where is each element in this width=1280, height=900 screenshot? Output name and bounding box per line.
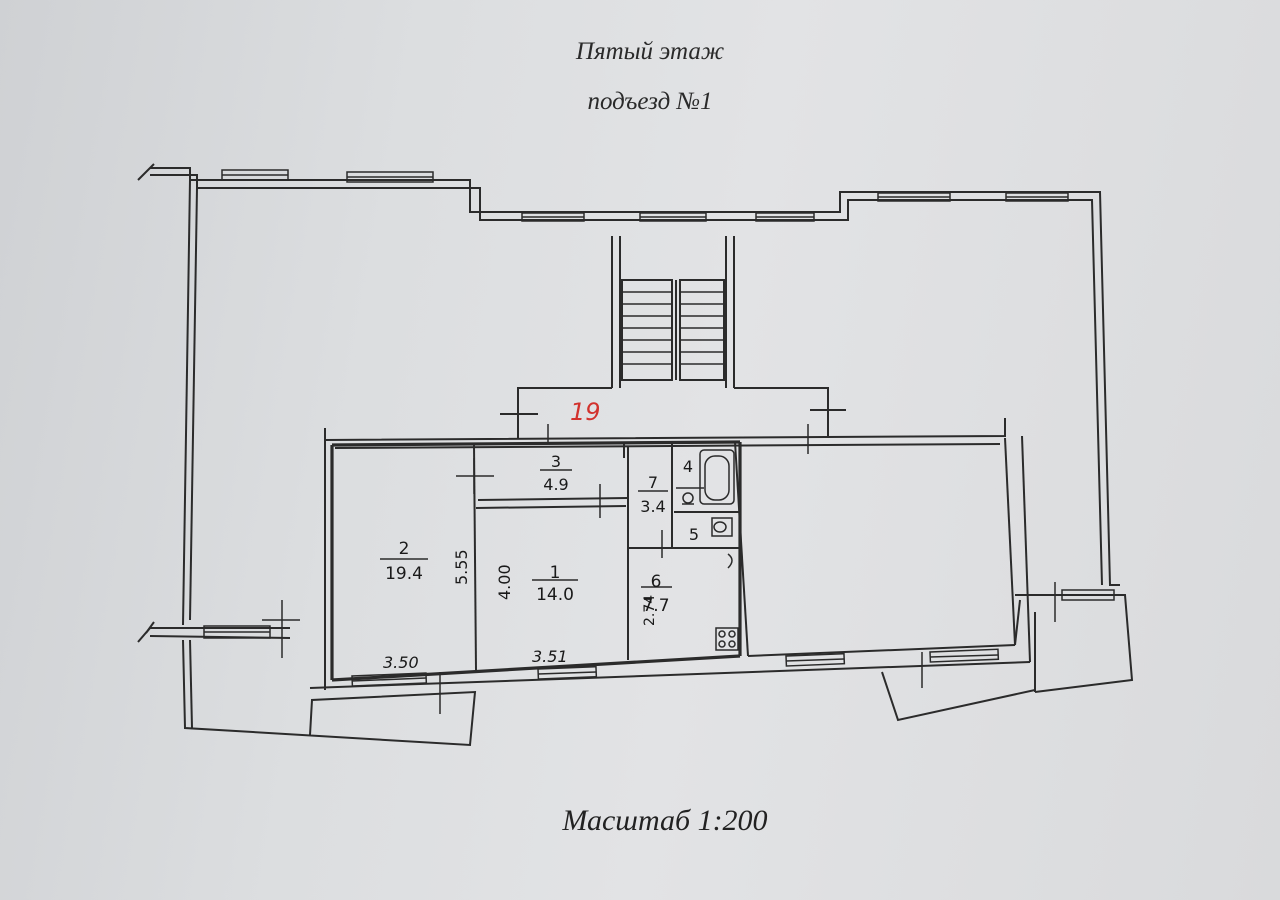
dimension-labels: 5.55 3.50 4.00 3.51 2.74 — [383, 549, 658, 672]
room-2-area: 19.4 — [385, 564, 423, 584]
room-labels: 2 19.4 1 14.0 3 4.9 4 5 6 7.7 7 3.4 — [385, 452, 699, 616]
room-6-height-dimension: 2.74 — [642, 595, 658, 626]
room-1-number: 1 — [550, 563, 561, 583]
room-3-number: 3 — [551, 452, 561, 471]
room-7-number: 7 — [648, 473, 658, 492]
sink — [682, 492, 694, 505]
bottom-windows — [351, 648, 1000, 687]
room-2-width-dimension: 3.50 — [383, 653, 419, 672]
room-2-height-dimension: 5.55 — [452, 549, 471, 585]
stove — [715, 627, 739, 651]
entrance-title: подъезд №1 — [587, 88, 713, 115]
label-underlines — [380, 469, 672, 588]
room-1-width-dimension: 3.51 — [532, 647, 568, 666]
floor-title: Пятый этаж — [575, 38, 725, 65]
apartment-outline — [330, 440, 742, 682]
kitchen-sink — [727, 553, 733, 569]
room-6-number: 6 — [651, 572, 662, 592]
room-3-area: 4.9 — [543, 475, 568, 494]
exterior-walls — [137, 163, 1134, 747]
room-2-number: 2 — [399, 539, 410, 559]
handwritten-apartment-number: 19 — [570, 398, 601, 426]
scale-label: Масштаб 1:200 — [562, 804, 768, 837]
bathtub — [699, 449, 735, 505]
room-5-number: 5 — [689, 525, 699, 544]
room-1-area: 14.0 — [536, 585, 574, 605]
toilet — [711, 517, 733, 537]
door-marks — [262, 424, 1056, 714]
staircase — [611, 236, 735, 388]
room-4-number: 4 — [683, 457, 693, 476]
room-1-height-dimension: 4.00 — [495, 564, 514, 600]
corridor-wall — [324, 418, 1006, 449]
top-windows — [203, 169, 1115, 639]
right-apartment — [309, 435, 1031, 690]
landing — [500, 387, 846, 438]
room-7-area: 3.4 — [640, 497, 665, 516]
room-6-area: 7.7 — [642, 596, 669, 616]
